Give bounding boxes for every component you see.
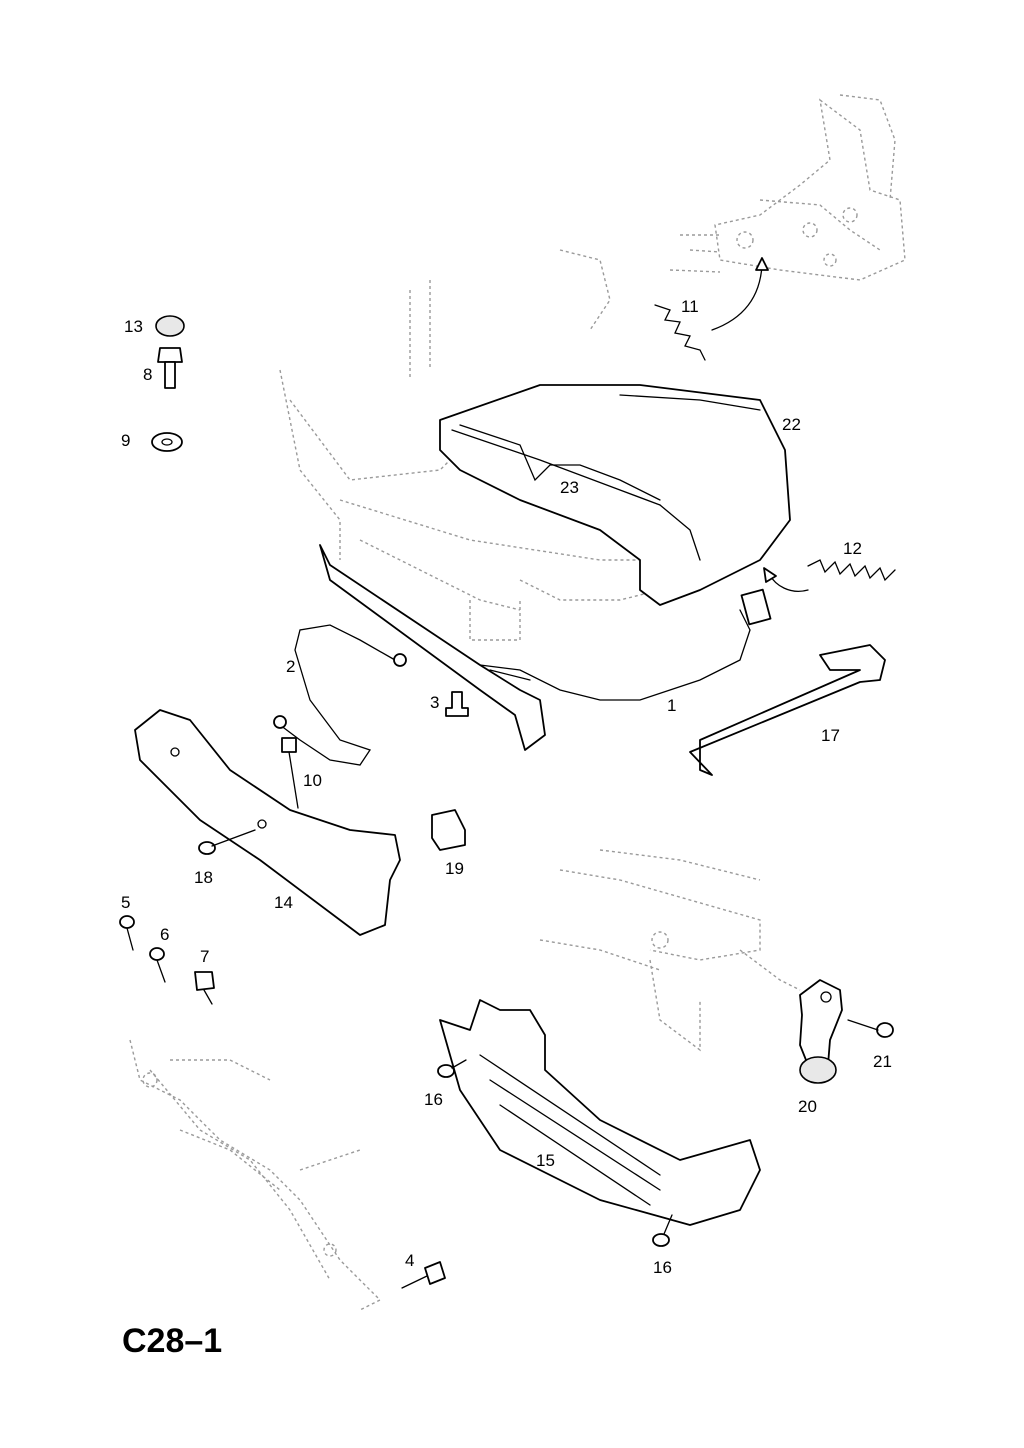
part-label-10: 10 [303, 771, 322, 790]
part-label-12: 12 [843, 539, 862, 558]
part-label-13: 13 [124, 317, 143, 336]
part-label-4: 4 [405, 1251, 414, 1270]
cap-part [155, 315, 185, 337]
part-label-8: 8 [143, 365, 152, 384]
clip-part [431, 809, 466, 851]
rivet-part [281, 737, 299, 809]
cushion-wire [459, 424, 661, 501]
part-label-17: 17 [821, 726, 840, 745]
part-label-2: 2 [286, 657, 295, 676]
part-label-11: 11 [681, 297, 699, 316]
side-trim-panel [134, 709, 401, 936]
part-label-19: 19 [445, 859, 464, 878]
release-cable [273, 624, 407, 766]
part-label-3: 3 [430, 693, 439, 712]
part-label-6: 6 [160, 925, 169, 944]
screw-part-18 [198, 829, 256, 855]
spring-lower [763, 559, 896, 592]
spring-upper [654, 257, 769, 361]
bolt-part-8 [157, 347, 183, 389]
part-label-9: 9 [121, 431, 130, 450]
pin-part [445, 691, 469, 717]
part-label-1: 1 [667, 696, 676, 715]
trim-rail [689, 644, 886, 776]
seat-rail-adjust-bar [319, 544, 772, 751]
screw-part-6 [149, 947, 166, 983]
ghost-seat-frame-upper-right [669, 94, 906, 281]
recline-handle [799, 979, 843, 1084]
diagram-code: C28–1 [122, 1322, 222, 1360]
part-label-21: 21 [873, 1052, 892, 1071]
part-label-20: 20 [798, 1097, 817, 1116]
part-label-16a: 16 [424, 1090, 443, 1109]
screw-part-5 [119, 915, 135, 951]
bolt-part-7 [194, 971, 215, 1005]
screw-part-16b [652, 1214, 673, 1247]
washer-part [151, 432, 183, 452]
part-label-15: 15 [536, 1151, 555, 1170]
screw-part-16a [437, 1059, 467, 1078]
seat-cushion [439, 384, 791, 606]
ghost-seat-frame-lower-right [539, 849, 801, 1052]
side-panel-lower [439, 999, 761, 1226]
screw-part-21 [847, 1019, 894, 1038]
part-label-18: 18 [194, 868, 213, 887]
part-label-16b: 16 [653, 1258, 672, 1277]
part-label-23: 23 [560, 478, 579, 497]
part-label-7: 7 [200, 947, 209, 966]
ghost-seat-rail-lower-left [129, 1039, 382, 1311]
part-label-22: 22 [782, 415, 801, 434]
part-label-5: 5 [121, 893, 130, 912]
bolt-part-4 [401, 1261, 446, 1289]
part-label-14: 14 [274, 893, 293, 912]
